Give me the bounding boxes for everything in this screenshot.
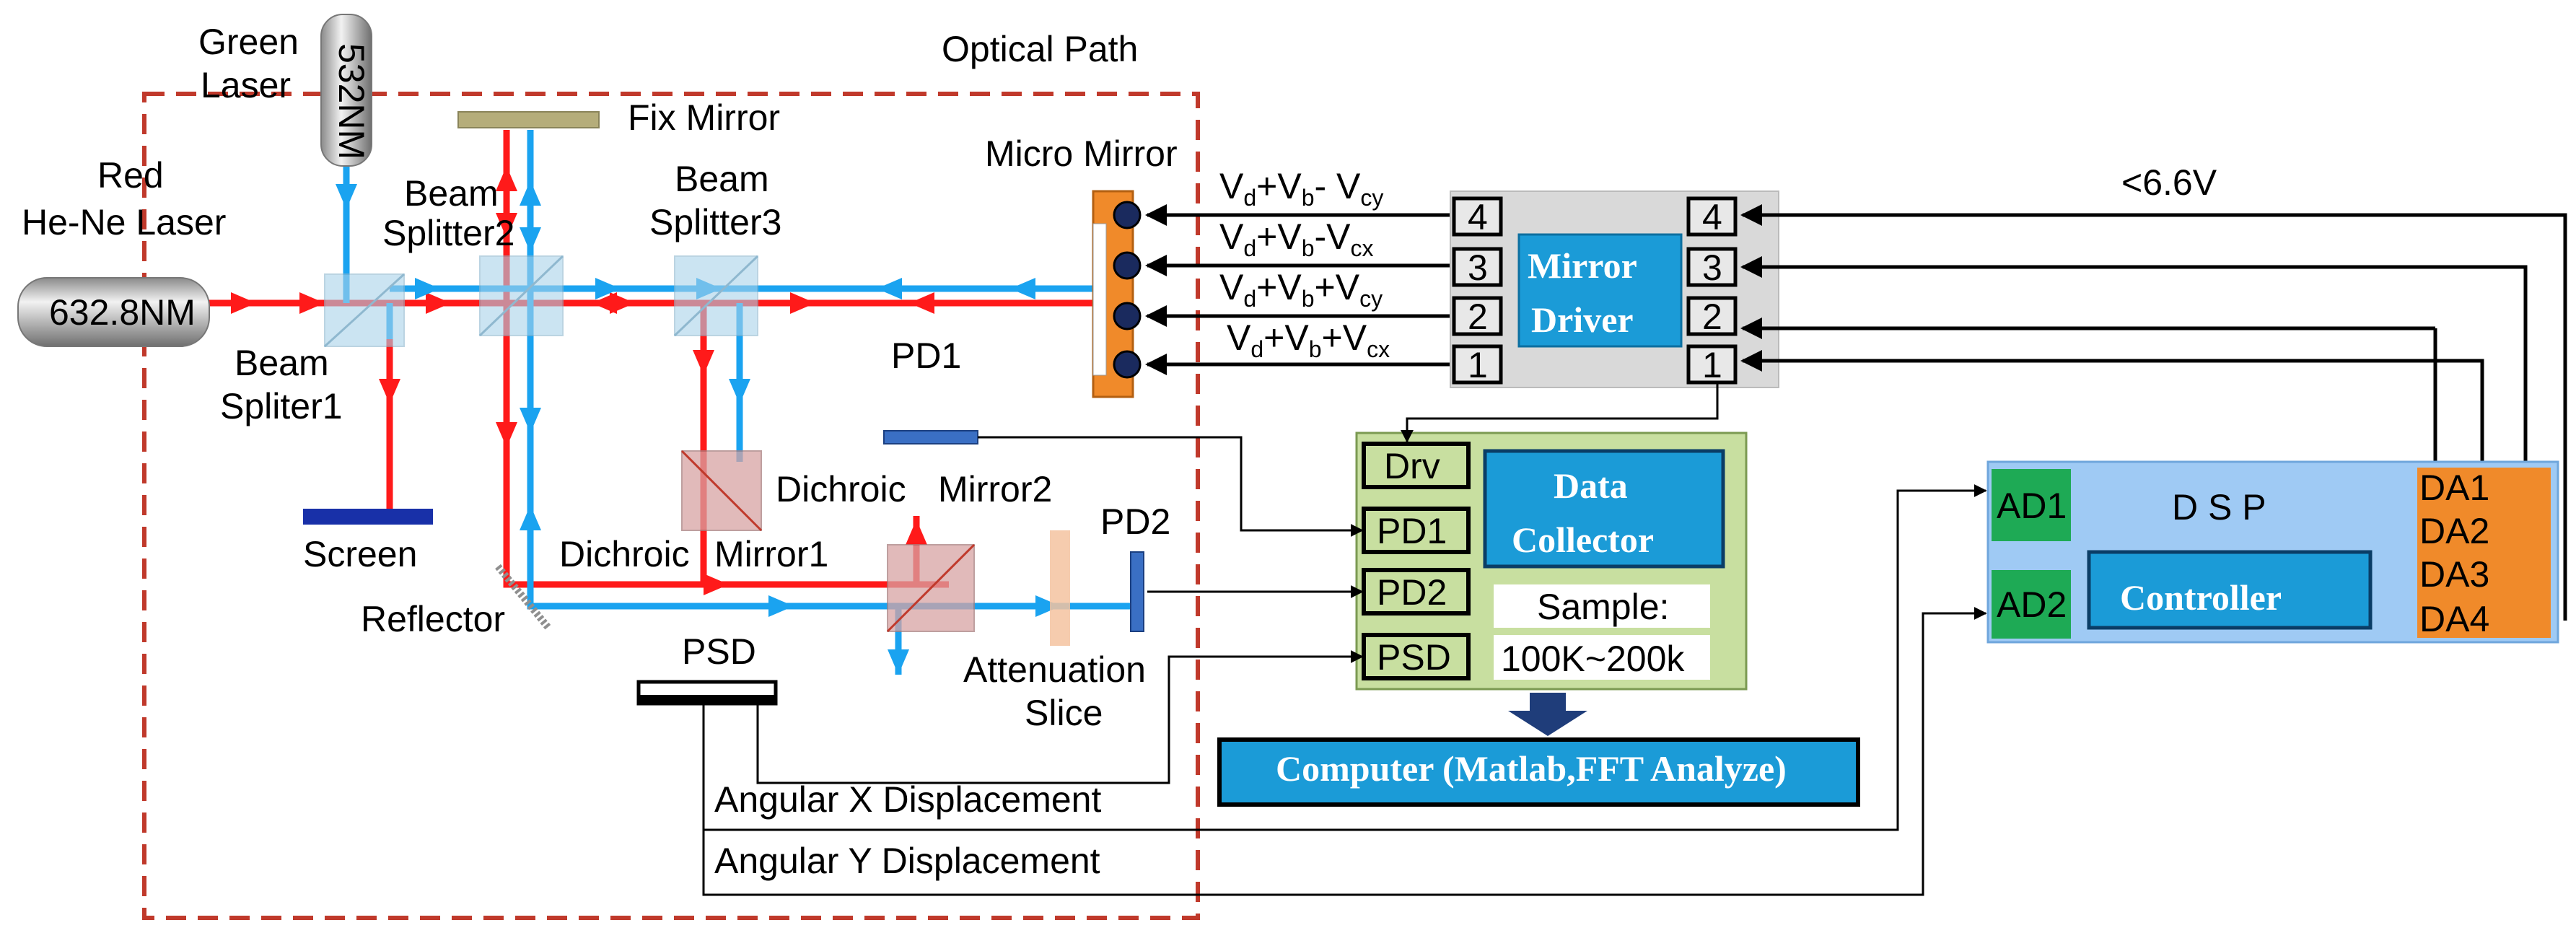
bs3-label-2: Splitter3: [649, 202, 781, 242]
bs2-label: Beam: [404, 173, 499, 214]
ad2-block: [1992, 570, 2071, 639]
port-drv: Drv: [1384, 446, 1440, 486]
driver-to-mirror-lines: [1145, 204, 1450, 375]
reflector: [495, 564, 551, 631]
dichroic-mirror-2: [886, 543, 976, 633]
attenuation-label-2: Slice: [1025, 693, 1103, 733]
controller-label: Controller: [2120, 577, 2282, 618]
screen: [303, 509, 433, 525]
dichroic1-label: Dichroic: [559, 534, 690, 574]
voltage-label-1: Vd+Vb+Vcx: [1227, 317, 1390, 362]
da-block: [2417, 468, 2551, 638]
voltage-label-3: Vd+Vb-Vcx: [1219, 216, 1374, 261]
green-laser-label: Green: [198, 22, 299, 62]
voltage-label-4: Vd+Vb- Vcy: [1219, 166, 1383, 211]
red-laser-label: Red: [97, 155, 164, 196]
attenuation-label: Attenuation: [963, 649, 1146, 690]
beam-splitter-1: [323, 273, 406, 348]
voltage-labels: Vd+Vb- Vcy Vd+Vb-Vcx Vd+Vb+Vcy Vd+Vb+Vcx: [1219, 166, 1390, 362]
mirror-driver-right-pins: 4 3 2 1: [1686, 196, 1738, 385]
data-collector-title-2: Collector: [1512, 520, 1654, 560]
collector-ports: Drv PD1 PD2 PSD: [1362, 442, 1471, 680]
dichroic-mirror-1: [680, 450, 763, 532]
ad1-block: [1992, 469, 2071, 541]
bs1-label: Beam: [235, 343, 329, 383]
data-collector-title: Data: [1554, 465, 1628, 506]
optical-path-title: Optical Path: [942, 29, 1138, 69]
pd2-label: PD2: [1100, 501, 1170, 542]
driver-left-pin-3: 3: [1468, 248, 1488, 288]
pd1-label: PD1: [891, 336, 961, 376]
ad1-label: AD1: [1997, 486, 2067, 526]
optical-path-frame: [142, 92, 1200, 920]
driver-left-pin-2: 2: [1468, 297, 1488, 337]
angular-x-label: Angular X Displacement: [714, 779, 1101, 820]
port-psd: PSD: [1377, 637, 1451, 678]
bs3-label: Beam: [675, 159, 769, 199]
red-laser: 632.8NM: [17, 277, 210, 347]
mirror-driver-left-pins: 4 3 2 1: [1452, 196, 1503, 385]
red-laser-label-2: He-Ne Laser: [22, 202, 226, 242]
da2-label: DA2: [2419, 511, 2489, 551]
driver-right-pin-1: 1: [1702, 345, 1722, 385]
fix-mirror: [457, 111, 600, 128]
psd-detector: [636, 680, 778, 706]
fix-mirror-label: Fix Mirror: [628, 97, 780, 138]
sample-rate: 100K~200k: [1501, 639, 1685, 679]
driver-left-pin-1: 1: [1468, 345, 1488, 385]
computer-box: [1217, 737, 1860, 807]
driver-right-pin-2: 2: [1702, 297, 1722, 337]
dichroic1-label-2: Mirror1: [714, 534, 828, 574]
driver-right-pin-3: 3: [1702, 248, 1722, 288]
beam-splitter-3: [673, 255, 759, 337]
dichroic2-label: Dichroic: [776, 469, 906, 509]
green-laser: 532NM: [320, 14, 372, 167]
da4-label: DA4: [2419, 599, 2489, 639]
angular-wires: [702, 484, 1987, 896]
da3-label: DA3: [2419, 554, 2489, 595]
dsp-title: D S P: [2172, 487, 2266, 527]
collector-input-wires: [756, 382, 1719, 784]
bs2-label-2: Splitter2: [382, 213, 514, 253]
computer-label: Computer (Matlab,FFT Analyze): [1276, 748, 1787, 789]
psd-label: PSD: [682, 631, 756, 672]
red-laser-wavelength: 632.8NM: [49, 292, 196, 333]
da1-label: DA1: [2419, 468, 2489, 508]
voltage-label-2: Vd+Vb+Vcy: [1219, 267, 1383, 312]
reflector-label: Reflector: [361, 599, 505, 639]
dsp-block: D S P Controller AD1 AD2 DA1 DA2 DA3 DA4: [1986, 460, 2559, 644]
green-laser-label-2: Laser: [201, 65, 291, 105]
beam-splitter-2: [478, 255, 564, 337]
bs1-label-2: Spliter1: [220, 386, 343, 426]
ad2-label: AD2: [1997, 584, 2067, 625]
collector-to-computer-arrow: [1508, 693, 1587, 736]
data-collector: Data Collector Sample: 100K~200k: [1355, 432, 1748, 691]
angular-y-label: Angular Y Displacement: [714, 841, 1100, 881]
dichroic2-label-2: Mirror2: [938, 469, 1052, 509]
sample-label: Sample:: [1537, 587, 1669, 627]
micro-mirror: [1092, 190, 1142, 398]
dichroic-mirror-2-top: [883, 430, 978, 444]
port-pd2: PD2: [1377, 572, 1447, 613]
voltage-limit-label: <6.6V: [2121, 162, 2217, 203]
mirror-driver-title: Mirror: [1528, 245, 1637, 286]
driver-left-pin-4: 4: [1468, 197, 1488, 237]
beam-arrows: [231, 166, 1061, 675]
pd2-detector: [1130, 551, 1144, 632]
green-laser-wavelength: 532NM: [331, 43, 372, 159]
micro-mirror-label: Micro Mirror: [985, 133, 1178, 174]
attenuation-slice: [1050, 530, 1070, 646]
driver-right-pin-4: 4: [1702, 197, 1722, 237]
screen-label: Screen: [303, 534, 417, 574]
mirror-driver-title-2: Driver: [1531, 299, 1634, 340]
port-pd1: PD1: [1377, 511, 1447, 551]
